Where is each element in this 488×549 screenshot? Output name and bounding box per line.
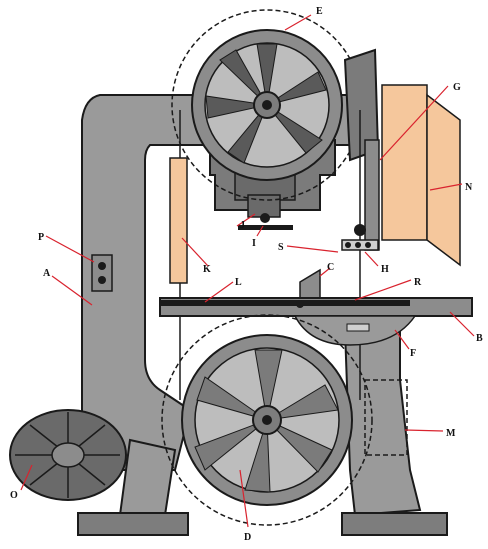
part-labels: E G N P A I S H J K L C R B F M D O — [10, 6, 483, 543]
label-m: M — [446, 428, 456, 439]
label-i: I — [252, 238, 256, 249]
fence-knob — [296, 300, 304, 308]
label-l: L — [235, 277, 242, 288]
label-g: G — [453, 82, 461, 93]
label-f: F — [410, 348, 416, 359]
label-n: N — [465, 182, 473, 193]
label-c: C — [327, 262, 334, 273]
switch-button-bottom — [98, 276, 106, 284]
label-k: K — [203, 264, 211, 275]
label-a: A — [43, 268, 51, 279]
motor-pulley — [9, 409, 127, 501]
leader-lines — [20, 14, 475, 528]
label-h: H — [381, 264, 389, 275]
guide-pivot — [260, 213, 270, 223]
blade-guard-door — [381, 84, 461, 267]
label-s: S — [278, 242, 284, 253]
upper-wheel — [171, 9, 363, 201]
frame-column — [343, 329, 422, 517]
label-p: P — [38, 232, 44, 243]
right-foot — [341, 512, 448, 536]
left-foot — [77, 512, 189, 536]
switch-button-top — [98, 262, 106, 270]
lower-wheel — [161, 314, 373, 526]
blade-guide-foot — [238, 225, 293, 230]
switch-box — [91, 254, 113, 292]
label-b: B — [476, 333, 483, 344]
label-r: R — [414, 277, 422, 288]
label-d: D — [244, 532, 251, 543]
guide-adjuster — [341, 239, 379, 251]
trunnion-clamp — [346, 323, 370, 332]
label-e: E — [316, 6, 323, 17]
blade-guard-left — [169, 157, 188, 284]
right-guide-column — [364, 139, 380, 251]
motor-housing — [364, 379, 408, 456]
label-o: O — [10, 490, 18, 501]
label-j: J — [240, 220, 245, 231]
rip-fence — [160, 300, 410, 306]
tension-knob — [354, 224, 366, 236]
